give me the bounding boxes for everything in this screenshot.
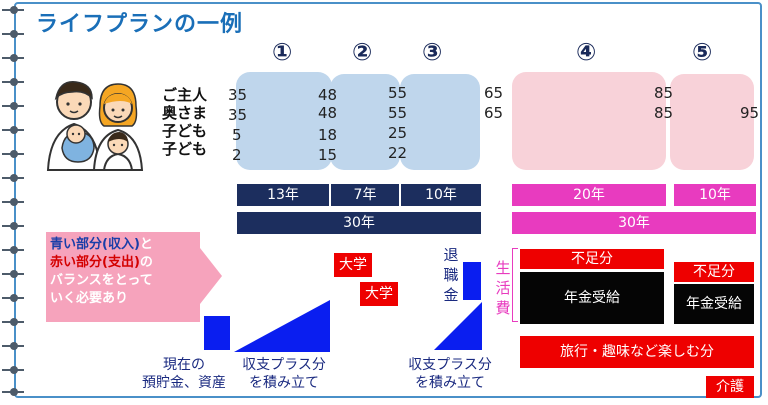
- binder-ring: [2, 78, 24, 86]
- duration-bar: 10年: [401, 184, 481, 206]
- pension-block: 年金受給: [674, 284, 754, 324]
- leisure-expense-block: 旅行・趣味など楽しむ分: [520, 336, 754, 368]
- row-label-child-1: 子ども: [162, 122, 208, 140]
- care-expense-block: 介護: [706, 376, 754, 398]
- row-label-wife: 奥さま: [162, 104, 208, 122]
- duration-bar: 7年: [331, 184, 399, 206]
- binder-ring: [2, 366, 24, 374]
- age-value: 2: [232, 146, 242, 164]
- stage-3-block: [400, 74, 480, 170]
- university-expense: 大学: [360, 282, 398, 306]
- living-expense-bracket: [512, 248, 518, 322]
- age-value: 55: [388, 84, 408, 102]
- stage-number: ⑤: [692, 38, 713, 66]
- age-value: 18: [318, 126, 338, 144]
- binder-ring: [2, 30, 24, 38]
- retirement-allowance-block: [463, 262, 481, 300]
- stage-number: ④: [576, 38, 597, 66]
- accumulation-caption: 収支プラス分 を積み立て: [408, 357, 492, 391]
- callout-income-text: 青い部分(収入): [50, 237, 140, 252]
- age-value: 85: [654, 84, 674, 102]
- living-expense-label: 生 活 費: [495, 259, 511, 317]
- age-value: 48: [318, 104, 338, 122]
- callout-text: いく必要あり: [50, 291, 129, 306]
- shortfall-block: 不足分: [674, 262, 754, 282]
- age-value: 5: [232, 126, 242, 144]
- binder-ring: [2, 388, 24, 396]
- binder-ring: [2, 102, 24, 110]
- duration-bar: 20年: [512, 184, 666, 206]
- page-title: ライフプランの一例: [36, 12, 244, 37]
- age-value: 95: [740, 104, 760, 122]
- age-value: 35: [228, 86, 248, 104]
- family-illustration: [46, 81, 144, 171]
- university-expense: 大学: [334, 253, 372, 277]
- binder-ring: [2, 342, 24, 350]
- stage-4-block: [512, 72, 666, 170]
- balance-callout: 青い部分(収入)と 赤い部分(支出)の バランスをとって いく必要あり: [46, 232, 200, 322]
- callout-text: と: [139, 237, 153, 252]
- callout-expense-text: 赤い部分(支出): [50, 255, 140, 270]
- age-value: 35: [228, 106, 248, 124]
- binder-ring: [2, 150, 24, 158]
- callout-arrow-icon: [200, 248, 222, 304]
- binder-ring: [2, 222, 24, 230]
- age-value: 25: [388, 124, 408, 142]
- binder-ring: [2, 126, 24, 134]
- accumulation-caption: 収支プラス分 を積み立て: [242, 357, 326, 391]
- age-value: 15: [318, 146, 338, 164]
- row-label-child-2: 子ども: [162, 140, 208, 158]
- callout-text: の: [139, 255, 153, 270]
- binder-ring: [2, 6, 24, 14]
- stage-2-block: [330, 74, 400, 170]
- age-value: 85: [654, 104, 674, 122]
- binder-ring: [2, 294, 24, 302]
- duration-bar: 10年: [674, 184, 756, 206]
- binder-ring: [2, 270, 24, 278]
- stage-number: ③: [422, 38, 443, 66]
- stage-5-block: [670, 74, 754, 170]
- binder-ring: [2, 54, 24, 62]
- shortfall-block: 不足分: [520, 249, 664, 269]
- callout-text: バランスをとって: [50, 273, 153, 288]
- duration-total-bar: 30年: [512, 212, 756, 234]
- binder-ring: [2, 174, 24, 182]
- duration-total-bar: 30年: [237, 212, 481, 234]
- binder-ring: [2, 318, 24, 326]
- row-label-husband: ご主人: [162, 86, 208, 104]
- stage-number: ①: [272, 38, 293, 66]
- age-value: 22: [388, 144, 408, 162]
- accumulation-triangle: [234, 300, 330, 352]
- age-value: 65: [484, 104, 504, 122]
- binder-ring: [2, 198, 24, 206]
- age-value: 65: [484, 84, 504, 102]
- stage-1-block: [236, 72, 332, 170]
- savings-caption: 現在の 預貯金、資産: [142, 357, 226, 391]
- accumulation-triangle: [434, 302, 482, 350]
- duration-bar: 13年: [237, 184, 329, 206]
- retirement-label: 退 職 金: [443, 246, 459, 304]
- age-value: 55: [388, 104, 408, 122]
- stage-number: ②: [352, 38, 373, 66]
- savings-block: [204, 316, 230, 350]
- binder-ring: [2, 246, 24, 254]
- age-value: 48: [318, 86, 338, 104]
- pension-block: 年金受給: [520, 272, 664, 324]
